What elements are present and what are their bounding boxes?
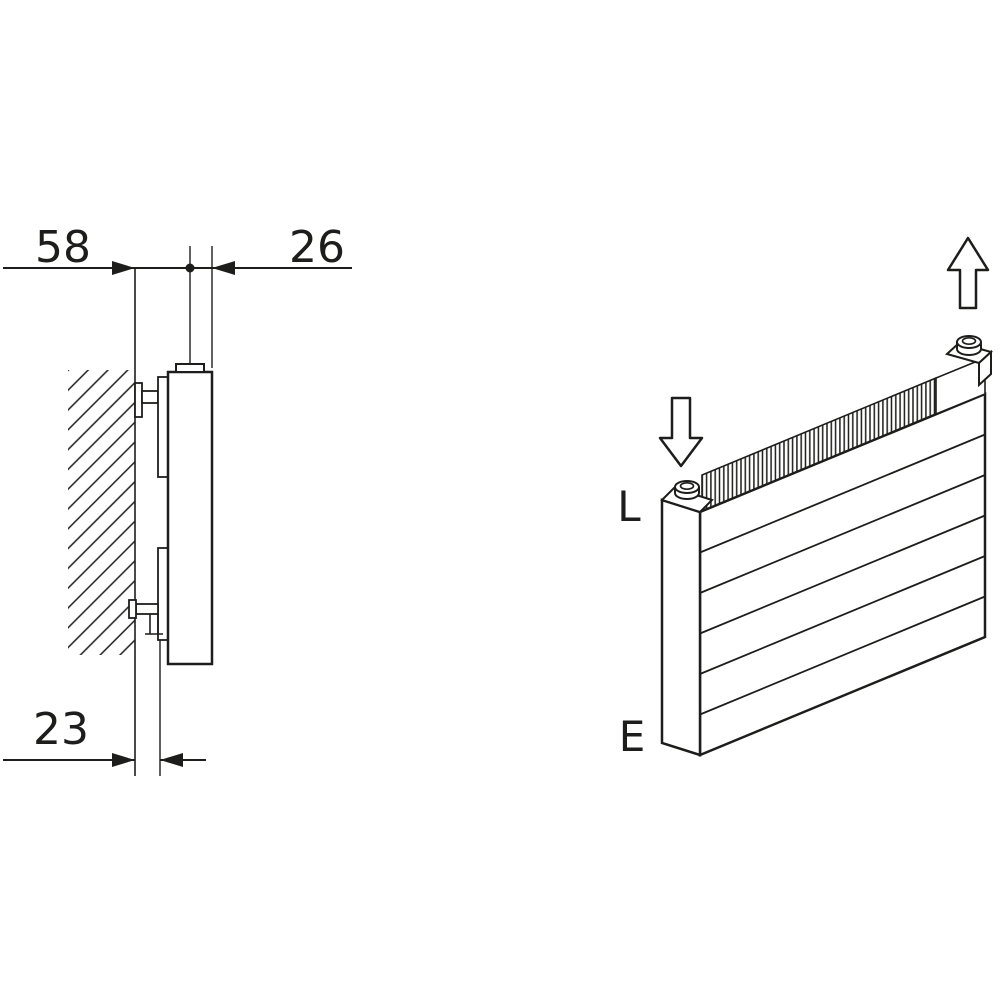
lower-bracket-rail — [157, 547, 169, 641]
label-e: E — [619, 712, 646, 761]
panel-groove-line — [699, 555, 986, 675]
fixing-bolt-head — [128, 599, 137, 619]
arrowhead-right-icon — [112, 753, 135, 767]
arrowhead-right-icon — [112, 261, 135, 275]
fixing-bolt-shaft — [135, 603, 159, 615]
arrow-up-icon — [946, 236, 990, 310]
panel-groove-line — [699, 433, 986, 554]
air-vent-plug — [175, 363, 205, 373]
arrowhead-left-icon — [212, 261, 235, 275]
center-dot — [185, 263, 195, 273]
isometric-view: L E — [617, 236, 993, 761]
arrow-down-icon — [658, 396, 704, 468]
dimension-58-label: 58 — [35, 222, 91, 273]
wall-hatching — [68, 370, 135, 655]
left-end-cap — [660, 498, 702, 757]
upper-bracket-rail — [157, 376, 169, 478]
panel-groove-line — [699, 514, 986, 635]
connection-boss-right-hole — [961, 336, 977, 345]
dimension-26-label: 26 — [289, 222, 345, 273]
dimension-23-label: 23 — [33, 704, 89, 755]
panel-groove-line — [699, 595, 986, 716]
arrowhead-left-icon — [160, 753, 183, 767]
radiator-side-profile — [166, 370, 214, 666]
label-l: L — [617, 482, 641, 531]
side-view: 58 26 23 — [3, 222, 352, 776]
connection-boss-left-hole — [679, 481, 695, 490]
panel-groove-line — [699, 474, 986, 594]
upper-bracket-wall-plate — [134, 382, 143, 418]
upper-bracket-arm — [141, 390, 159, 404]
right-end-cap-side — [978, 349, 992, 388]
